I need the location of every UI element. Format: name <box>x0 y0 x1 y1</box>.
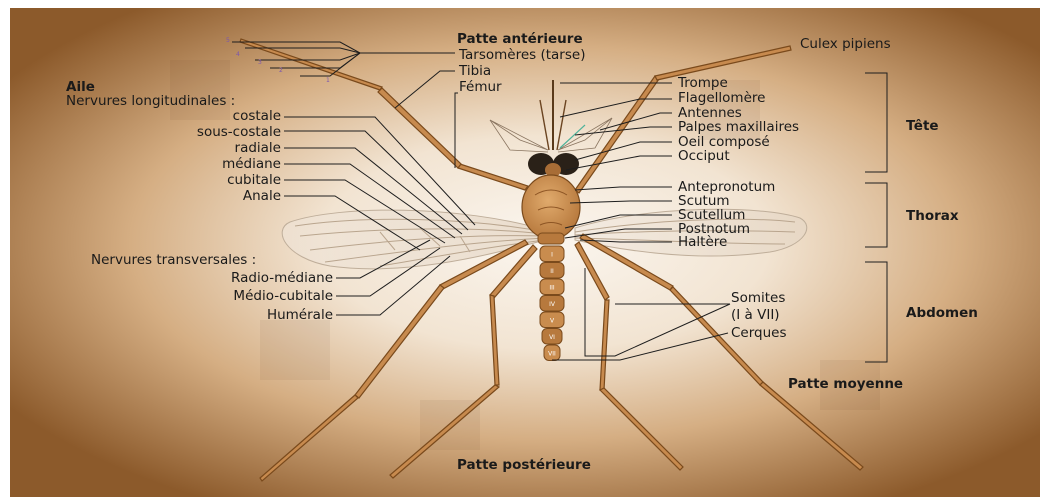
abdomen-segment-label: IV <box>549 301 556 308</box>
label-somites-range: (I à VII) <box>731 307 780 323</box>
label-occiput: Occiput <box>678 148 730 164</box>
label-flagellomere: Flagellomère <box>678 90 765 106</box>
label-cerques: Cerques <box>731 325 787 341</box>
label-haltere: Haltère <box>678 234 727 250</box>
tarsomere-number: 3 <box>258 59 262 66</box>
tarsomere-number: 5 <box>226 37 230 44</box>
label-radiale: radiale <box>235 140 281 156</box>
label-costale: costale <box>233 108 281 124</box>
abdomen-segment-label: VI <box>549 334 555 341</box>
label-femur: Fémur <box>459 79 502 95</box>
region-title-abdomen: Abdomen <box>906 305 978 321</box>
header-middle-leg: Patte moyenne <box>788 376 903 392</box>
header-posterior-leg: Patte postérieure <box>457 457 591 473</box>
label-tibia: Tibia <box>458 63 491 79</box>
label-somites: Somites <box>731 290 785 306</box>
label-radio-mediane: Radio-médiane <box>231 270 333 286</box>
label-tarsomeres: Tarsomères (tarse) <box>458 47 585 63</box>
abdomen-segment-label: VII <box>548 350 556 357</box>
label-cubitale: cubitale <box>227 172 281 188</box>
abdomen-segment-label: I <box>551 251 553 258</box>
label-anale: Anale <box>243 188 281 204</box>
tarsomere-number: 4 <box>236 51 240 58</box>
tarsomere-number: 1 <box>326 77 330 84</box>
label-transverse-veins: Nervures transversales : <box>91 252 256 268</box>
label-longitudinal-veins: Nervures longitudinales : <box>66 93 235 109</box>
region-title-thorax: Thorax <box>906 208 959 224</box>
label-humerale: Humérale <box>267 307 333 323</box>
label-palpes-maxillaires: Palpes maxillaires <box>678 119 799 135</box>
tarsomere-number: 2 <box>279 67 283 74</box>
header-anterior-leg: Patte antérieure <box>457 31 583 47</box>
abdomen-segment-label: III <box>549 284 555 291</box>
abdomen-segment-label: II <box>550 268 554 275</box>
label-trompe: Trompe <box>677 75 728 91</box>
label-medio-cubitale: Médio-cubitale <box>233 288 333 304</box>
label-mediane: médiane <box>222 156 281 172</box>
label-sous-costale: sous-costale <box>197 124 281 140</box>
species-name: Culex pipiens <box>800 36 891 52</box>
region-title-head: Tête <box>906 118 939 134</box>
